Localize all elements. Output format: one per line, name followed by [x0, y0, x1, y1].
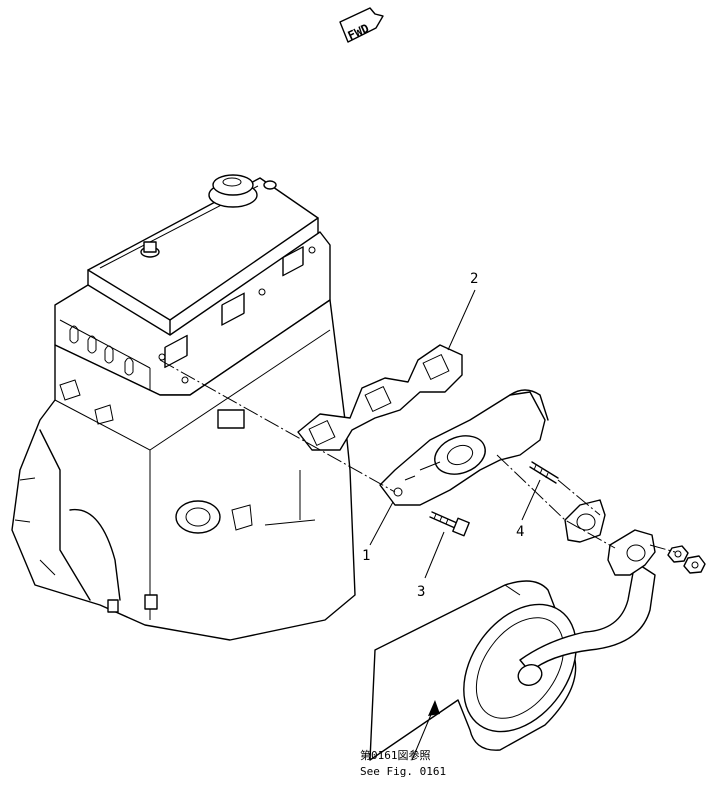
- reference-english: See Fig. 0161: [360, 765, 446, 778]
- callout-4: 4: [516, 524, 524, 540]
- callout-3: 3: [417, 584, 425, 600]
- manifold-gasket: [297, 344, 463, 451]
- callout-1: 1: [362, 548, 370, 564]
- exhaust-flange-gasket: [564, 499, 606, 543]
- manifold-bolt: [429, 511, 470, 537]
- engine-block: [11, 174, 356, 641]
- fwd-direction-badge: FWD: [339, 7, 384, 43]
- exhaust-manifold: [379, 389, 549, 506]
- leader-lines: [369, 289, 541, 761]
- assembly-guide-lines: [159, 359, 676, 553]
- muffler: [369, 529, 656, 761]
- stud: [529, 461, 559, 484]
- nuts: [667, 545, 706, 574]
- reference-japanese: 第0161図参照: [360, 748, 431, 762]
- callout-2: 2: [470, 271, 478, 287]
